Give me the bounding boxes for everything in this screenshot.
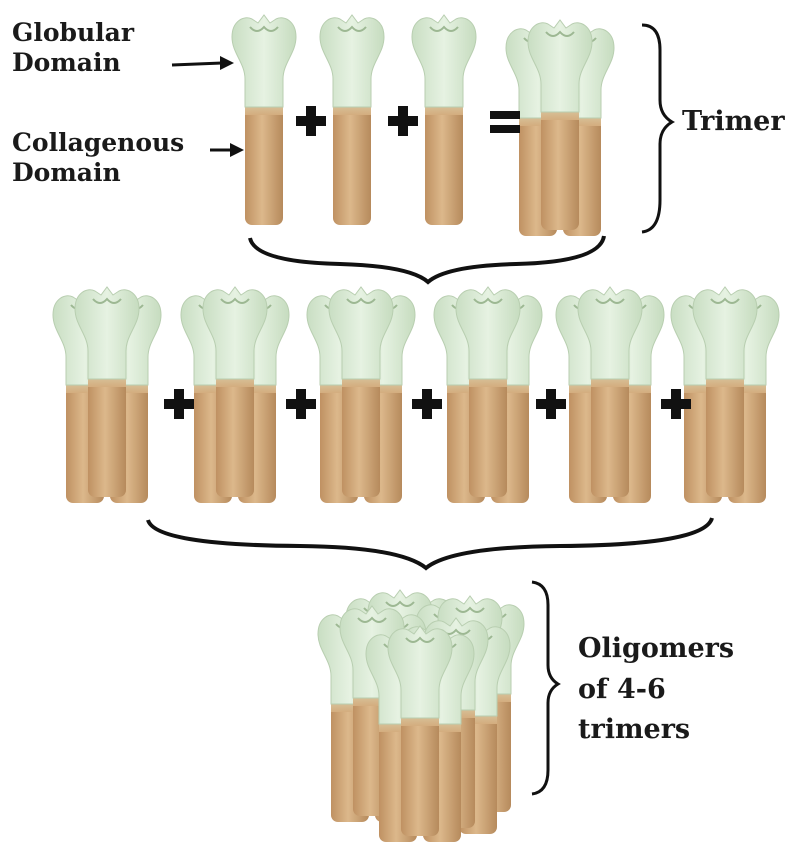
trimer-2 [181, 287, 289, 503]
plus-symbol [536, 389, 566, 419]
trimer-1 [53, 287, 161, 503]
upper-brace [250, 236, 604, 282]
monomer-1 [232, 15, 296, 225]
plus-symbol [286, 389, 316, 419]
plus-symbol [412, 389, 442, 419]
equals-symbol [490, 111, 520, 133]
globular-domain-label: Globular Domain [12, 18, 134, 77]
monomer-2 [320, 15, 384, 225]
trimer-6 [671, 287, 779, 503]
oligomer-brace [532, 582, 558, 794]
collagenous-domain-label: Collagenous Domain [12, 128, 184, 187]
oligomer [318, 590, 524, 842]
plus-symbol [388, 106, 418, 136]
plus-symbol [164, 389, 194, 419]
oligomers-label: Oligomers of 4-6 trimers [578, 629, 734, 751]
trimer-3 [307, 287, 415, 503]
trimer-label: Trimer [682, 106, 785, 138]
row-trimers [53, 287, 779, 503]
monomer-3 [412, 15, 476, 225]
arrow-collagenous [210, 143, 244, 157]
arrow-globular [172, 56, 234, 70]
row-monomers [232, 15, 614, 236]
trimer-4 [434, 287, 542, 503]
plus-symbol [296, 106, 326, 136]
lower-brace [148, 518, 712, 568]
trimer-result [506, 20, 614, 236]
trimer-brace [642, 25, 672, 232]
trimer-5 [556, 287, 664, 503]
